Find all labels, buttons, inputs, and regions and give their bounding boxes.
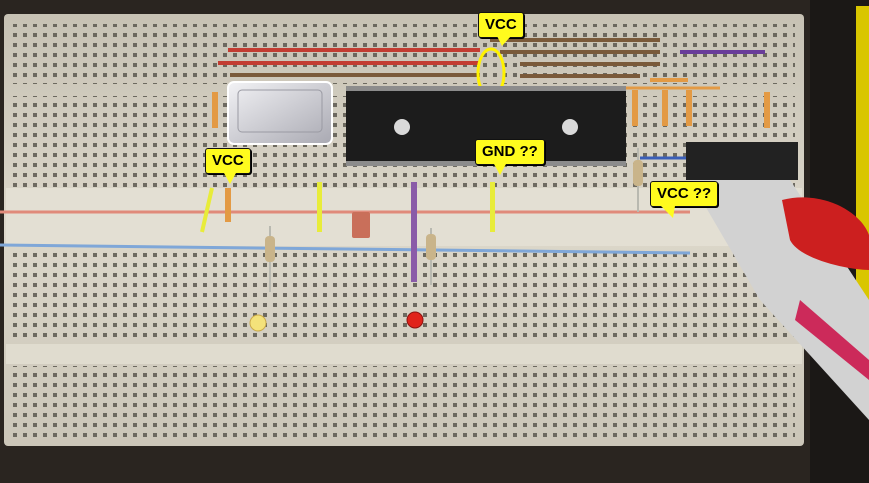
red-led <box>406 311 424 329</box>
callout-tail <box>494 164 506 175</box>
yellow-led <box>249 314 267 332</box>
vcc-left-callout-label: VCC <box>212 152 244 169</box>
vcc-right-callout-label: VCC ?? <box>657 185 712 202</box>
callout-tail <box>497 36 511 46</box>
callout-tail <box>661 206 675 218</box>
jumper-wires <box>218 38 765 160</box>
crystal-oscillator <box>227 81 333 145</box>
gnd-callout: GND ?? <box>475 139 545 175</box>
callout-tail <box>224 173 236 184</box>
vcc-top-callout-label: VCC <box>485 16 517 33</box>
vcc-top-callout: VCC <box>478 12 524 46</box>
capacitor <box>352 212 370 238</box>
small-components <box>200 90 770 282</box>
gnd-callout-label: GND ?? <box>482 143 538 160</box>
ribbon-cable <box>686 142 869 420</box>
blue-rail-line <box>0 243 691 255</box>
vcc-right-callout: VCC ?? <box>650 181 719 218</box>
vcc-left-callout: VCC <box>205 148 251 184</box>
resistor <box>265 148 643 292</box>
